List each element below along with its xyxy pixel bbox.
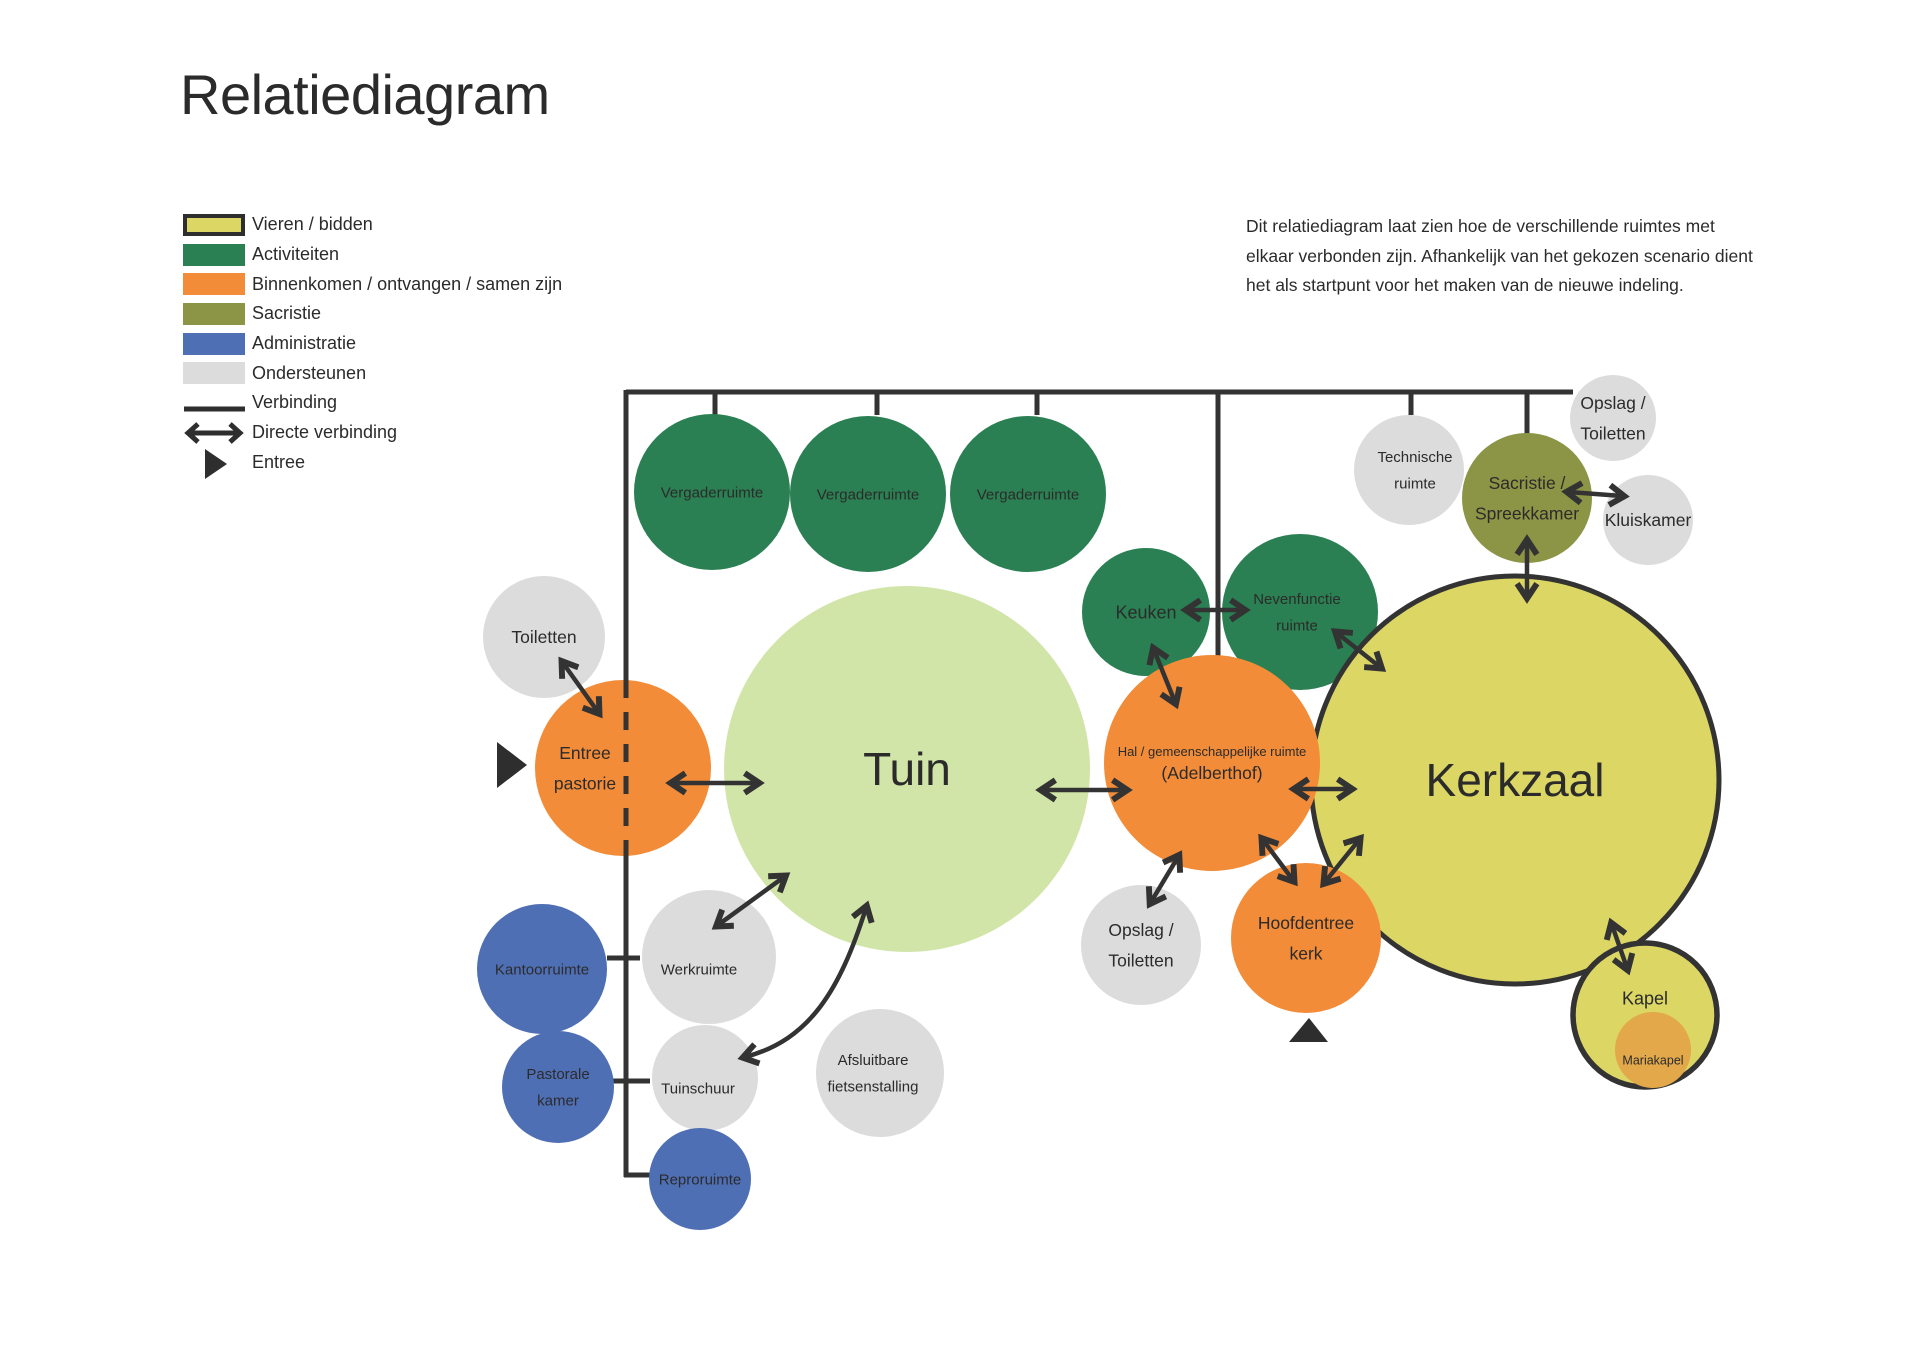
room-technische-ruimte [1354, 415, 1464, 525]
room-label: Toiletten [1580, 423, 1645, 443]
room-label: Sacristie / [1489, 473, 1566, 493]
room-vergaderruimte-1 [634, 414, 790, 570]
double-arrow-icon [184, 421, 244, 444]
legend-item-administratie: Administratie [183, 329, 562, 359]
legend-label: Sacristie [252, 303, 322, 324]
room-label: fietsenstalling [828, 1078, 919, 1095]
direct-connections [558, 480, 1636, 1067]
room-label: Tuin [863, 743, 951, 795]
room-label: Vergaderruimte [977, 486, 1080, 503]
entrance-triangle-icon [205, 449, 227, 480]
room-label: Keuken [1115, 602, 1176, 622]
room-vergaderruimte-3 [950, 416, 1106, 572]
room-label: Vergaderruimte [661, 484, 764, 501]
room-afsluitbare-fietsenstalling [816, 1009, 944, 1137]
legend-item-ondersteunen: Ondersteunen [183, 358, 562, 388]
room-circles [477, 375, 1722, 1230]
double-arrow-kerkzaal-kapel [1603, 917, 1636, 976]
room-label: Spreekkamer [1475, 503, 1579, 523]
legend-label: Directe verbinding [252, 422, 398, 443]
room-kantoorruimte [477, 904, 607, 1034]
room-label: Opslag / [1108, 920, 1173, 940]
room-label: Tuinschuur [661, 1080, 735, 1097]
room-labels: Vergaderruimte Vergaderruimte Vergaderruim… [495, 393, 1692, 1188]
legend-label: Binnenkomen / ontvangen / samen zijn [252, 273, 563, 294]
room-vergaderruimte-2 [790, 416, 946, 572]
room-label: Kapel [1622, 988, 1668, 1008]
room-label: Vergaderruimte [817, 486, 920, 503]
room-sacristie-spreekkamer [1462, 433, 1592, 563]
description-text: Dit relatiediagram laat zien hoe de vers… [1246, 216, 1753, 296]
legend-label: Vieren / bidden [252, 214, 373, 235]
legend-item-vieren: Vieren / bidden [183, 210, 562, 240]
legend-label: Verbinding [252, 392, 338, 413]
entrance-pastorie-icon [497, 742, 527, 788]
room-opslag-toiletten-top [1570, 375, 1656, 461]
legend-item-sacristie: Sacristie [183, 299, 562, 329]
room-entree-pastorie [535, 680, 711, 856]
room-label: Werkruimte [661, 961, 737, 978]
legend-label: Entree [252, 451, 306, 472]
room-label: Hal / gemeenschappelijke ruimte [1118, 744, 1307, 759]
page-title: Relatiediagram [180, 63, 550, 126]
room-label: Reproruimte [659, 1171, 742, 1188]
legend-item-binnenkomen: Binnenkomen / ontvangen / samen zijn [183, 269, 562, 299]
room-label: Nevenfunctie [1253, 591, 1341, 608]
room-tuinschuur [652, 1025, 758, 1131]
room-label: ruimte [1276, 617, 1318, 634]
room-label: Pastorale [526, 1066, 589, 1083]
legend-item-verbinding: Verbinding [183, 388, 562, 418]
double-arrow-keuken-hal-adelberthof [1146, 642, 1183, 710]
legend-label: Ondersteunen [252, 362, 367, 383]
room-label: Afsluitbare [838, 1052, 909, 1069]
room-label: Technische [1377, 449, 1452, 466]
room-label: Hoofdentree [1258, 913, 1354, 933]
room-label: Mariakapel [1622, 1053, 1683, 1067]
room-label: ruimte [1394, 475, 1436, 492]
double-arrow-sacristie-spreekkamer-kluiskamer [1561, 480, 1630, 508]
room-label: Entree [559, 743, 611, 763]
legend-swatch-ondersteunen [183, 362, 245, 385]
double-arrow-hoofdentree-kerk-kerkzaal [1320, 833, 1364, 889]
legend-label: Administratie [252, 333, 357, 354]
room-label: Opslag / [1580, 393, 1645, 413]
legend-swatch-activiteiten [183, 243, 245, 266]
legend-label: Activiteiten [252, 244, 340, 265]
line-icon [184, 406, 245, 412]
legend-item-directe-verbinding: Directe verbinding [183, 418, 562, 448]
room-mariakapel [1615, 1012, 1691, 1088]
room-opslag-toiletten-hal [1081, 885, 1201, 1005]
room-tuin [724, 586, 1090, 952]
room-label: Kerkzaal [1426, 754, 1605, 806]
room-label: pastorie [554, 773, 616, 793]
room-label: Kluiskamer [1605, 510, 1692, 530]
room-reproruimte [649, 1128, 751, 1230]
double-arrow-nevenfunctie-ruimte-kerkzaal [1330, 628, 1387, 672]
double-arrow-hal-adelberthof-hoofdentree-kerk [1258, 833, 1298, 887]
double-arrow-toiletten-entree-pastorie [558, 656, 603, 719]
legend: Vieren / bidden Activiteiten Binnenkomen… [183, 210, 562, 480]
room-pastorale-kamer [502, 1031, 614, 1143]
legend-swatch-administratie [183, 332, 245, 355]
room-label: Toiletten [511, 627, 576, 647]
room-label: Kantoorruimte [495, 961, 589, 978]
room-werkruimte [642, 890, 776, 1024]
entrance-kerk-icon [1289, 1018, 1328, 1042]
room-label: kamer [537, 1092, 579, 1109]
legend-swatch-binnenkomen [183, 273, 245, 296]
legend-item-entree: Entree [183, 448, 562, 480]
room-hoofdentree-kerk [1231, 863, 1381, 1013]
legend-swatch-vieren [183, 213, 245, 236]
double-arrow-hal-adelberthof-opslag-toiletten-hal [1145, 850, 1184, 909]
room-label: (Adelberthof) [1161, 763, 1262, 783]
legend-swatch-sacristie [183, 302, 245, 325]
double-arrow-tuin-tuinschuur [737, 900, 875, 1067]
room-label: Toiletten [1108, 950, 1173, 970]
legend-item-activiteiten: Activiteiten [183, 240, 562, 270]
room-label: kerk [1289, 943, 1322, 963]
